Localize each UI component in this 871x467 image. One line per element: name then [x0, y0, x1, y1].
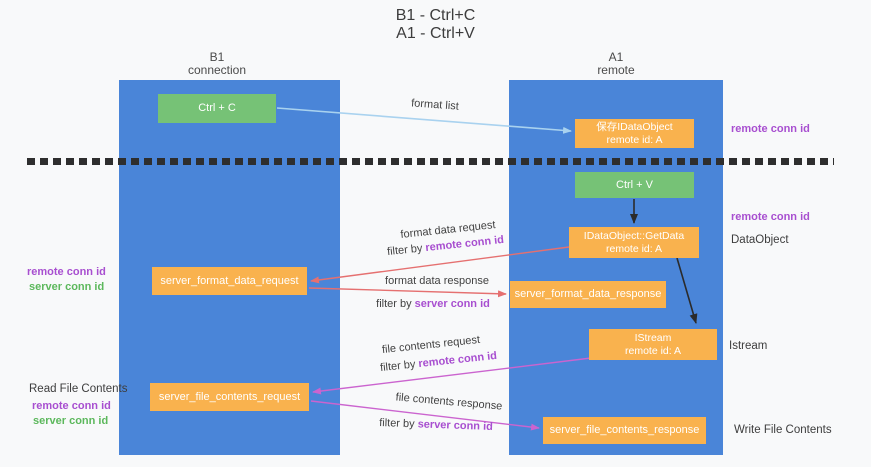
- diagram-title: B1 - Ctrl+C A1 - Ctrl+V: [0, 7, 871, 43]
- server-file-contents-response-label: server_file_contents_response: [549, 424, 700, 436]
- right-remote-conn-id-1: remote conn id: [731, 123, 810, 135]
- ctrl-c-node: Ctrl + C: [158, 94, 276, 123]
- istream-line2: remote id: A: [624, 344, 682, 357]
- server-format-data-request-node: server_format_data_request: [152, 267, 307, 295]
- format-data-response-arrow: [308, 287, 507, 298]
- left-header-line2: connection: [187, 63, 247, 77]
- left-server-conn-id-2: server conn id: [33, 415, 109, 427]
- getdata-node: IDataObject::GetData remote id: A: [569, 227, 699, 258]
- file-contents-response-arrow: [310, 400, 540, 431]
- server-file-contents-request-node: server_file_contents_request: [150, 383, 309, 411]
- right-remote-conn-id-2: remote conn id: [731, 211, 810, 223]
- format-list-arrow: [276, 107, 572, 134]
- left-column-header: B1 connection: [119, 50, 315, 78]
- getdata-line1: IDataObject::GetData: [583, 229, 685, 242]
- istream-side-label: Istream: [729, 340, 768, 352]
- save-dataobject-line1: 保存IDataObject: [596, 120, 673, 133]
- server-conn-id-value-1: server conn id: [414, 298, 490, 310]
- dashed-separator: [27, 158, 834, 165]
- right-column-header: A1 remote: [509, 50, 723, 78]
- right-header-line1: A1: [608, 50, 624, 64]
- file-contents-request-arrow: [312, 357, 592, 395]
- left-remote-conn-id-2: remote conn id: [32, 400, 111, 412]
- server-file-contents-request-label: server_file_contents_request: [158, 390, 301, 403]
- dataobject-label: DataObject: [731, 234, 789, 246]
- server-format-data-request-label: server_format_data_request: [160, 274, 299, 287]
- title-line-1: B1 - Ctrl+C: [395, 7, 476, 24]
- getdata-to-istream-arrow: [676, 257, 698, 324]
- filter-prefix-4: filter by: [378, 417, 418, 431]
- server-file-contents-response-node: server_file_contents_response: [543, 417, 706, 444]
- left-header-line1: B1: [209, 50, 225, 64]
- server-format-data-response-label: server_format_data_response: [514, 288, 662, 300]
- save-dataobject-node: 保存IDataObject remote id: A: [575, 119, 694, 148]
- format-data-response-label: format data response: [385, 275, 489, 287]
- left-remote-conn-id-1: remote conn id: [27, 266, 106, 278]
- write-file-contents-label: Write File Contents: [734, 424, 832, 436]
- filter-prefix-2: filter by: [376, 298, 415, 310]
- getdata-line2: remote id: A: [605, 242, 663, 255]
- ctrl-v-node: Ctrl + V: [575, 172, 694, 198]
- ctrl-v-label: Ctrl + V: [616, 178, 653, 191]
- title-line-2: A1 - Ctrl+V: [396, 25, 475, 42]
- server-format-data-response-node: server_format_data_response: [510, 281, 666, 308]
- format-data-request-arrow: [310, 246, 570, 284]
- save-dataobject-line2: remote id: A: [606, 133, 663, 146]
- istream-node: IStream remote id: A: [589, 329, 717, 360]
- server-conn-id-value-2: server conn id: [417, 418, 494, 433]
- read-file-contents-label: Read File Contents: [29, 383, 128, 395]
- left-server-conn-id-1: server conn id: [29, 281, 105, 293]
- ctrl-c-label: Ctrl + C: [198, 102, 236, 114]
- istream-line1: IStream: [634, 331, 672, 344]
- right-header-line2: remote: [597, 63, 635, 77]
- filter-by-server-label-1: filter by server conn id: [358, 298, 508, 310]
